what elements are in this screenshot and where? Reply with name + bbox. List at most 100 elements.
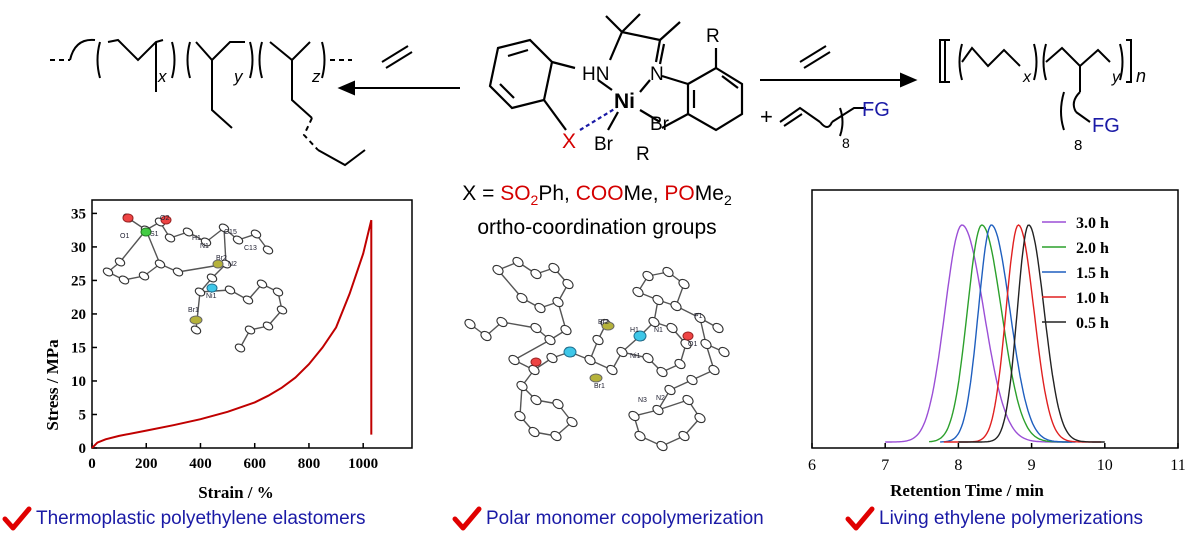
group-1-sub: 2 (530, 192, 539, 209)
crystal-atom-label: H1 (630, 327, 639, 334)
ss-xtick-label: 800 (298, 456, 321, 472)
crystal-atom-label: Ni1 (630, 353, 641, 360)
check-icon (452, 506, 482, 531)
right-sub-y: y (1111, 69, 1121, 86)
ss-xlabel: Strain / % (198, 483, 274, 502)
check-item-2: Polar monomer copolymerization (452, 505, 764, 533)
ss-ytick-label: 25 (71, 273, 86, 289)
crystal-atom-label: S1 (150, 231, 159, 238)
sep-2: , (652, 182, 665, 205)
legend-label: 0.5 h (1076, 315, 1109, 332)
gpc-trace (929, 224, 1072, 443)
gpc-xtick-label: 7 (881, 457, 889, 474)
gpc-xtick-label: 9 (1028, 457, 1036, 474)
legend-label: 3.0 h (1076, 215, 1109, 232)
crystal-atom-label: N3 (638, 397, 647, 404)
crystal-atom-label: N2 (228, 261, 237, 268)
substituent-line-1: X = SO2Ph, COOMe, POMe2 (432, 180, 762, 214)
crystal-atom-label: H1 (192, 235, 201, 242)
crystal-atom-label: N1 (654, 327, 663, 334)
left-arrow (337, 80, 460, 96)
r-top-label: R (706, 26, 720, 47)
group-1: SO (500, 182, 531, 205)
legend-label: 1.0 h (1076, 290, 1109, 307)
nickel-catalyst (488, 13, 744, 132)
crystal-atom-label: Br2 (598, 319, 609, 326)
legend-label: 1.5 h (1076, 265, 1109, 282)
crystal-atom-label: N2 (656, 395, 665, 402)
gpc-xtick-label: 11 (1170, 457, 1185, 474)
x-label: X (562, 130, 576, 153)
gpc-trace (885, 224, 1069, 443)
check-icon (845, 506, 875, 531)
crystal-atom-label: O1 (688, 341, 697, 348)
left-sub-y: y (233, 67, 244, 86)
br-label-2: Br (594, 134, 614, 155)
monomer-fg: FG (862, 99, 890, 121)
group-2-rest: Me (623, 182, 653, 205)
ss-xtick-label: 400 (189, 456, 212, 472)
check-icon (2, 506, 32, 531)
hn-label: HN (582, 64, 609, 85)
copolymer (939, 39, 1132, 131)
ss-ytick-label: 20 (71, 307, 86, 323)
crystal-atom-label: P1 (694, 313, 703, 320)
ss-xtick-label: 600 (243, 456, 266, 472)
group-3: PO (664, 182, 695, 205)
x-equals: X = (462, 182, 501, 205)
check-label-3: Living ethylene polymerizations (879, 508, 1144, 529)
gpc-xtick-label: 6 (808, 457, 816, 474)
crystal-atom-label: Br2 (216, 255, 227, 262)
ss-ytick-label: 0 (79, 441, 87, 457)
check-label-2: Polar monomer copolymerization (486, 508, 764, 529)
gpc-trace (958, 224, 1105, 443)
ss-ytick-label: 15 (71, 340, 86, 356)
ss-ytick-label: 5 (79, 407, 87, 423)
gpc-plot-frame (811, 189, 1179, 449)
ethylene-right-icon (799, 45, 831, 69)
crystal-atom-label: Ni1 (206, 293, 217, 300)
substituent-definition: X = SO2Ph, COOMe, POMe2 ortho-coordinati… (432, 180, 762, 242)
sep-1: , (564, 182, 576, 205)
group-1-rest: Ph (538, 182, 565, 205)
br-label-1: Br (650, 114, 670, 135)
gpc-xlabel: Retention Time / min (890, 481, 1044, 500)
right-sub-x: x (1022, 69, 1032, 86)
crystal-atom-label: O1 (120, 233, 129, 240)
plus-label: + (760, 104, 773, 129)
ni-label: Ni (614, 90, 635, 113)
left-sub-z: z (311, 67, 321, 86)
coordination-bond (579, 107, 617, 131)
ss-ytick-label: 10 (71, 374, 86, 390)
right-arrow (760, 72, 918, 88)
branched-polyethylene (50, 38, 366, 167)
group-3-sub: 2 (723, 192, 732, 209)
check-item-3: Living ethylene polymerizations (845, 505, 1143, 533)
substituent-line-2: ortho-coordination groups (477, 216, 717, 240)
crystal-atom-label: C15 (224, 229, 237, 236)
stress-strain-curve (91, 219, 373, 449)
r-bottom-label: R (636, 144, 650, 165)
nickel-atom-2 (633, 330, 647, 342)
ss-xtick-label: 200 (135, 456, 158, 472)
gpc-xtick-label: 10 (1097, 457, 1113, 474)
gpc-legend: 3.0 h2.0 h1.5 h1.0 h0.5 h (1042, 215, 1109, 332)
crystal-atom-label: C13 (244, 245, 257, 252)
group-3-rest: Me (694, 182, 724, 205)
right-fg: FG (1092, 115, 1120, 137)
crystal-atom-label: N1 (200, 243, 209, 250)
check-item-1: Thermoplastic polyethylene elastomers (2, 505, 366, 533)
reaction-scheme: x y z HN N (50, 13, 1146, 167)
check-label-1: Thermoplastic polyethylene elastomers (36, 508, 366, 529)
crystal-atom-label: Br1 (188, 307, 199, 314)
right-sub-n: n (1136, 66, 1146, 86)
ss-plot-frame (91, 199, 413, 449)
ss-xtick-label: 1000 (348, 456, 378, 472)
nickel-atom-1 (563, 346, 577, 358)
crystal-atom-label: O2 (160, 215, 169, 222)
ss-ytick-label: 30 (71, 240, 86, 256)
